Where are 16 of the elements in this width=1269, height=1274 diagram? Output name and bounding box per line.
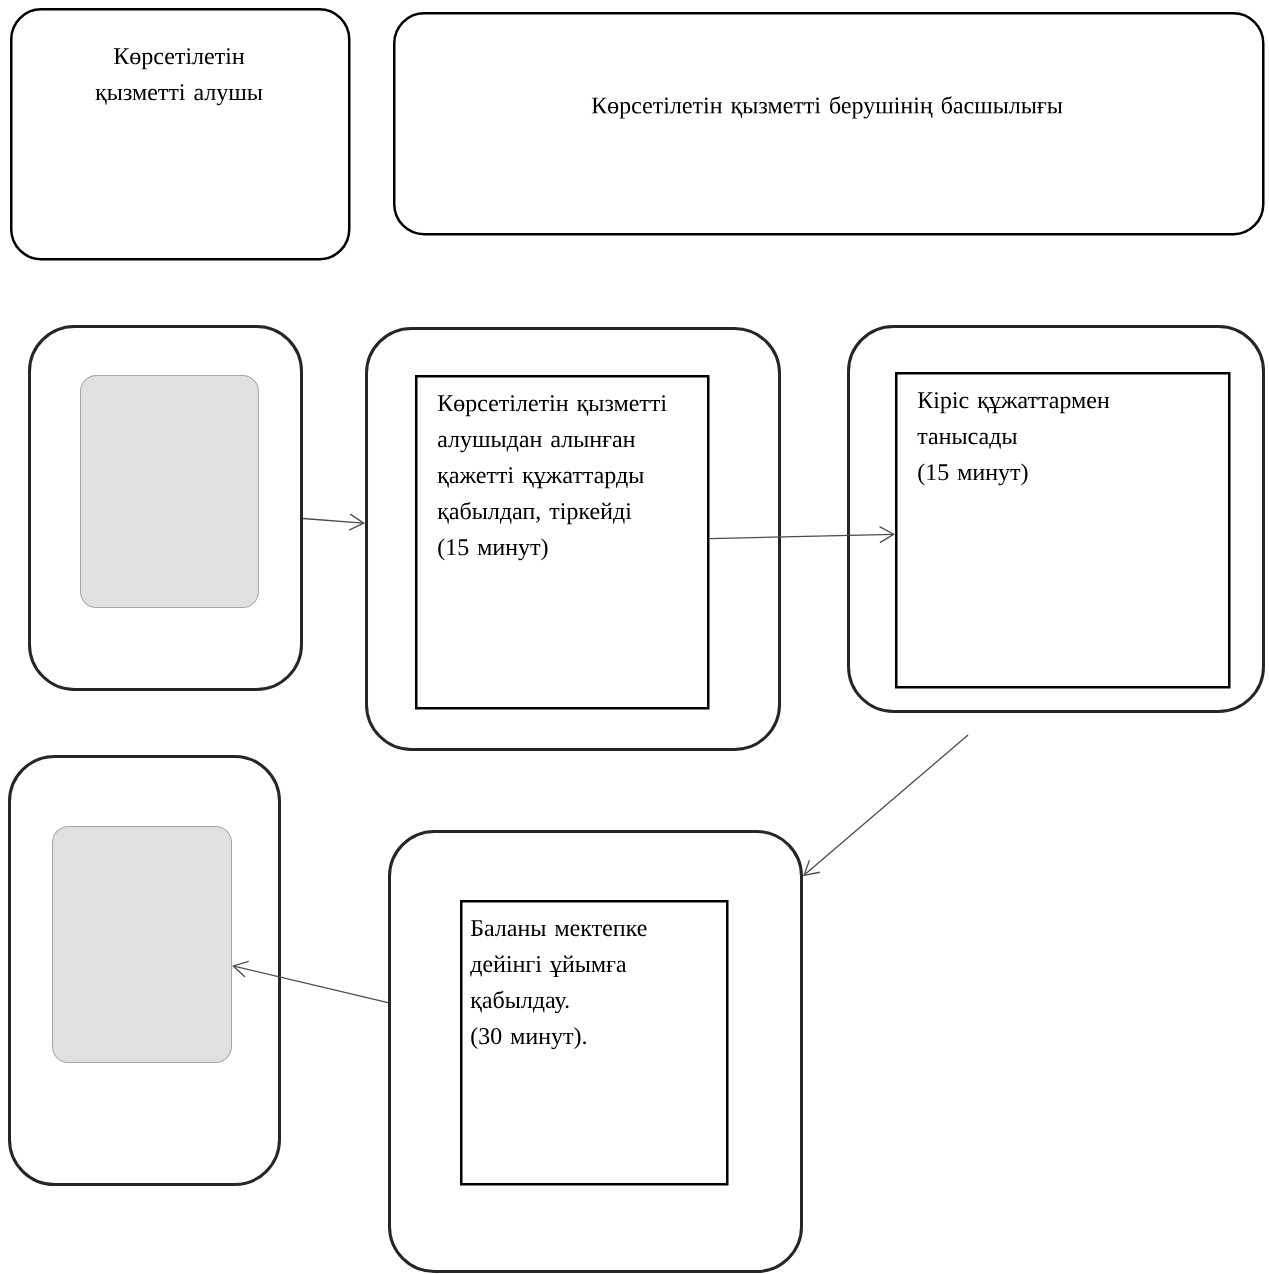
process-box: Баланы мектепке дейінгі ұйымға қабылдау. (30 минут). — [460, 900, 729, 1186]
rounded-frame — [365, 327, 781, 751]
process-box: Көрсетілетін қызметті алушыдан алынған қажетті құжаттарды қабылдап, тіркейді (15 минут) — [415, 375, 710, 710]
rounded-frame — [8, 755, 281, 1186]
rounded-frame — [388, 830, 803, 1273]
arrow — [803, 734, 969, 877]
rounded-frame — [847, 325, 1265, 713]
arrow — [232, 960, 389, 1004]
arrow — [708, 525, 895, 544]
placeholder-card — [80, 375, 259, 608]
rounded-frame — [28, 325, 303, 691]
lane-header-box: Көрсетілетін қызметті берушінің басшылығы — [393, 12, 1265, 236]
process-box: Кіріс құжаттармен танысады (15 минут) — [895, 372, 1231, 689]
lane-header-box: Көрсетілетін қызметті алушы — [10, 8, 351, 261]
placeholder-card — [52, 826, 232, 1063]
arrow — [302, 513, 365, 531]
